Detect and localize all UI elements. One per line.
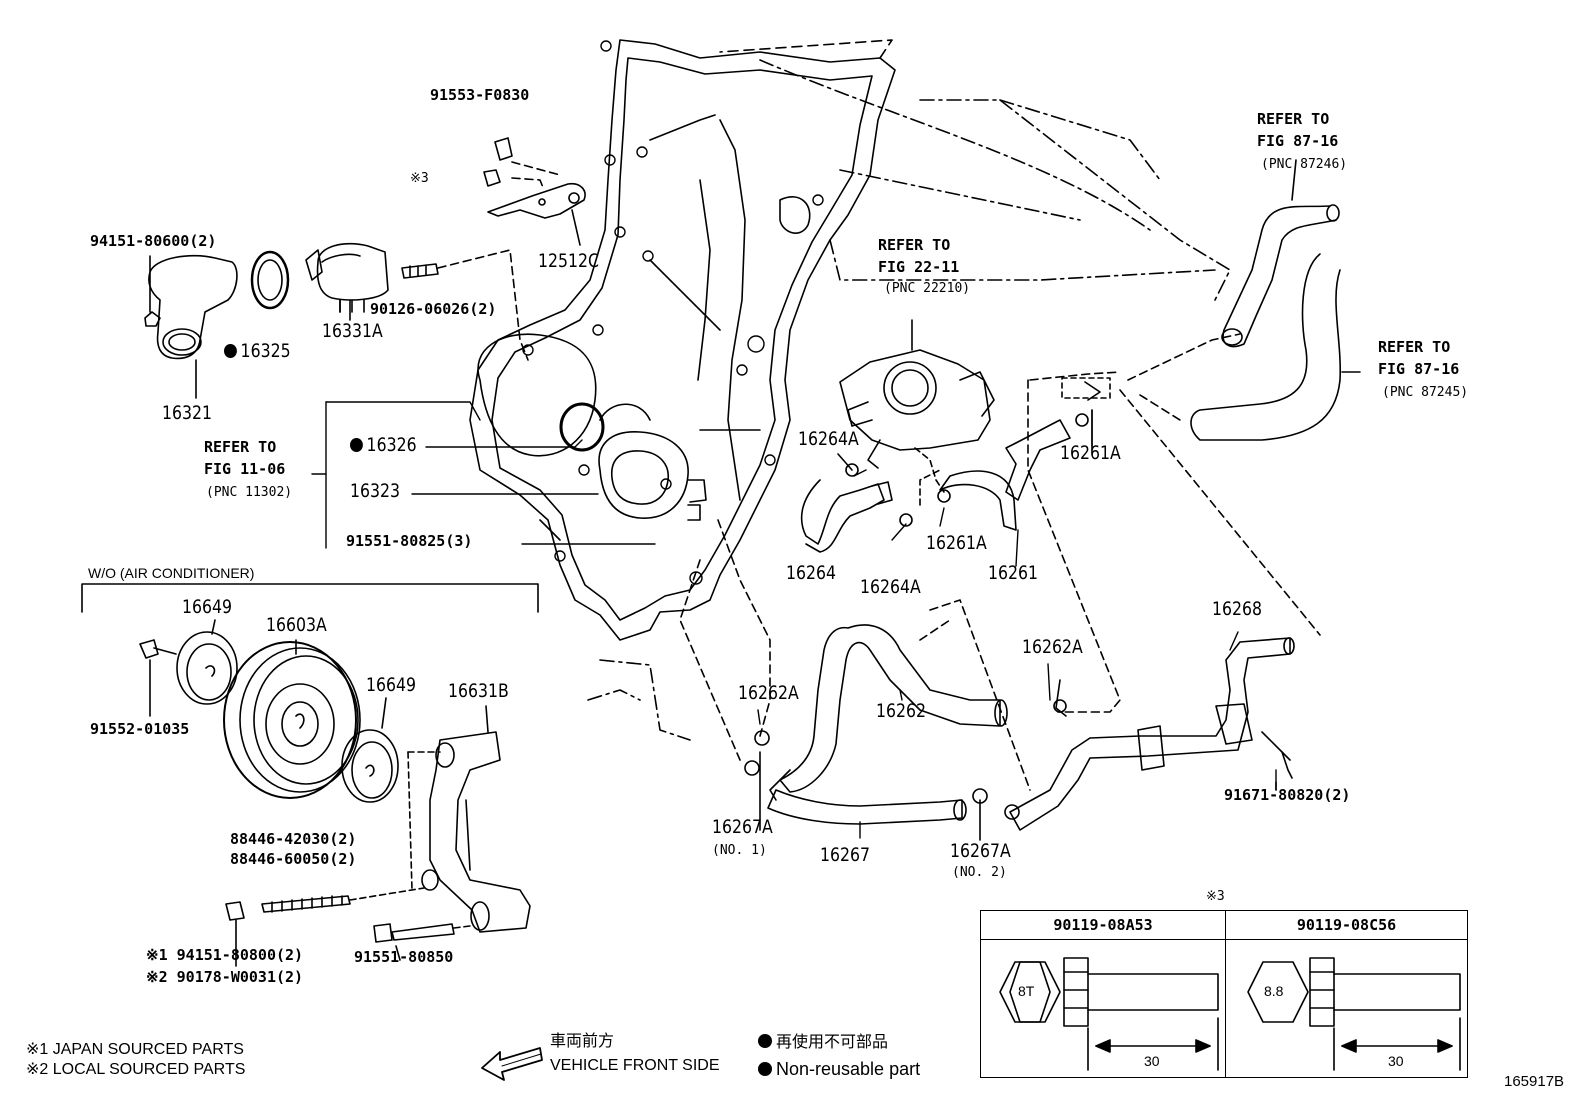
refer-fig-11-06[interactable]: FIG 11-06 (204, 460, 286, 478)
refer-fig-87-16-a[interactable]: FIG 87-16 (1257, 132, 1339, 150)
bolt-grade-8t: 8T (1018, 983, 1035, 999)
non-reusable-dot-icon (224, 344, 237, 358)
refer-fig-22-11[interactable]: FIG 22-11 (878, 258, 960, 276)
part-16264a-lower[interactable]: 16264A (860, 576, 921, 598)
wo-air-conditioner-heading: W/O (AIR CONDITIONER) (88, 565, 255, 581)
thermostat-group-drawing (144, 137, 586, 399)
part-16331a[interactable]: 16331A (322, 320, 383, 342)
refer-to-label-22210: REFER TO (878, 236, 951, 254)
legend-japan-sourced: ※1 JAPAN SOURCED PARTS (26, 1041, 244, 1058)
part-16267a-no2-note: (NO. 2) (952, 865, 1007, 880)
bolt-spec-table: 90119-08A53 90119-08C56 (980, 910, 1468, 1078)
throttle-body-drawing (839, 319, 995, 493)
part-16262[interactable]: 16262 (876, 700, 927, 722)
part-16326-number: 16326 (366, 434, 417, 456)
part-16631b[interactable]: 16631B (448, 680, 509, 702)
legend-local-sourced: ※2 LOCAL SOURCED PARTS (26, 1061, 246, 1078)
part-16261a-right[interactable]: 16261A (1060, 442, 1121, 464)
part-16649-right[interactable]: 16649 (366, 674, 417, 696)
center-hose-drawing (800, 333, 1321, 713)
table-note-mark-3: ※3 (1206, 889, 1225, 904)
part-16323[interactable]: 16323 (350, 480, 401, 502)
refer-fig-87-16-b[interactable]: FIG 87-16 (1378, 360, 1460, 378)
part-94151-80600[interactable]: 94151-80600(2) (90, 232, 217, 250)
part-16262a-left[interactable]: 16262A (738, 682, 799, 704)
legend-non-reusable-jp: 再使用不可部品 (758, 1034, 888, 1051)
lower-hose-drawing (679, 519, 1295, 841)
non-reusable-dot-icon (758, 1062, 772, 1076)
part-16267a-no1[interactable]: 16267A (712, 816, 773, 838)
part-88446-60050[interactable]: 88446-60050(2) (230, 850, 357, 868)
vehicle-front-en: VEHICLE FRONT SIDE (550, 1057, 720, 1074)
part-16325[interactable]: 16325 (224, 342, 291, 361)
part-91551-80825[interactable]: 91551-80825(3) (346, 532, 473, 550)
part-16262a-right[interactable]: 16262A (1022, 636, 1083, 658)
pulley-group-drawing (81, 583, 539, 967)
part-94151-80800[interactable]: ※1 94151-80800(2) (146, 946, 304, 964)
vehicle-front-jp: 車両前方 (550, 1033, 615, 1050)
part-16264a-upper[interactable]: 16264A (798, 428, 859, 450)
part-16649-left[interactable]: 16649 (182, 596, 233, 618)
non-reusable-dot-icon (758, 1034, 772, 1048)
part-16261[interactable]: 16261 (988, 562, 1039, 584)
legend-non-reusable-en-text: Non-reusable part (776, 1059, 921, 1079)
bolt-grade-8-8: 8.8 (1264, 983, 1284, 999)
refer-to-label-87245: REFER TO (1378, 338, 1451, 356)
table-header-90119-08a53[interactable]: 90119-08A53 (981, 911, 1225, 940)
part-16261a-left[interactable]: 16261A (926, 532, 987, 554)
part-16264[interactable]: 16264 (786, 562, 837, 584)
part-16268[interactable]: 16268 (1212, 598, 1263, 620)
upper-hose-drawing (1190, 159, 1361, 441)
part-91553-f0830[interactable]: 91553-F0830 (430, 86, 530, 104)
part-12512c[interactable]: 12512C (538, 250, 600, 272)
leader-lines (311, 401, 1277, 839)
refer-to-label-87246: REFER TO (1257, 110, 1330, 128)
part-16321[interactable]: 16321 (162, 402, 213, 424)
legend-non-reusable-en: Non-reusable part (758, 1060, 920, 1078)
part-16326[interactable]: 16326 (350, 436, 417, 455)
part-16267[interactable]: 16267 (820, 844, 871, 866)
refer-pnc-87246: (PNC 87246) (1261, 157, 1348, 172)
part-16325-number: 16325 (240, 340, 291, 362)
table-header-90119-08c56[interactable]: 90119-08C56 (1226, 911, 1467, 940)
table-divider (1225, 911, 1226, 1077)
note-mark-3: ※3 (410, 171, 429, 186)
part-88446-42030[interactable]: 88446-42030(2) (230, 830, 357, 848)
non-reusable-dot-icon (350, 438, 363, 452)
legend-non-reusable-jp-text: 再使用不可部品 (776, 1034, 889, 1051)
bolt-spec-table-drawing (999, 957, 1461, 1071)
refer-pnc-22210: (PNC 22210) (884, 281, 971, 296)
vehicle-front-arrow (481, 1047, 543, 1081)
part-90126-06026[interactable]: 90126-06026(2) (370, 300, 497, 318)
part-91551-80850[interactable]: 91551-80850 (354, 948, 454, 966)
part-91552-01035[interactable]: 91552-01035 (90, 720, 190, 738)
diagram-id: 165917B (1504, 1073, 1565, 1090)
refer-pnc-11302: (PNC 11302) (206, 485, 293, 500)
part-91671-80820[interactable]: 91671-80820(2) (1224, 786, 1351, 804)
bolt-length-right: 30 (1388, 1053, 1404, 1069)
part-16267a-no1-note: (NO. 1) (712, 843, 767, 858)
part-90178-w0031[interactable]: ※2 90178-W0031(2) (146, 968, 304, 986)
part-16603a[interactable]: 16603A (266, 614, 327, 636)
timing-cover-drawing (469, 39, 1231, 741)
bolt-length-left: 30 (1144, 1053, 1160, 1069)
refer-pnc-87245: (PNC 87245) (1382, 385, 1469, 400)
part-16267a-no2[interactable]: 16267A (950, 840, 1011, 862)
refer-to-label-11302: REFER TO (204, 438, 277, 456)
